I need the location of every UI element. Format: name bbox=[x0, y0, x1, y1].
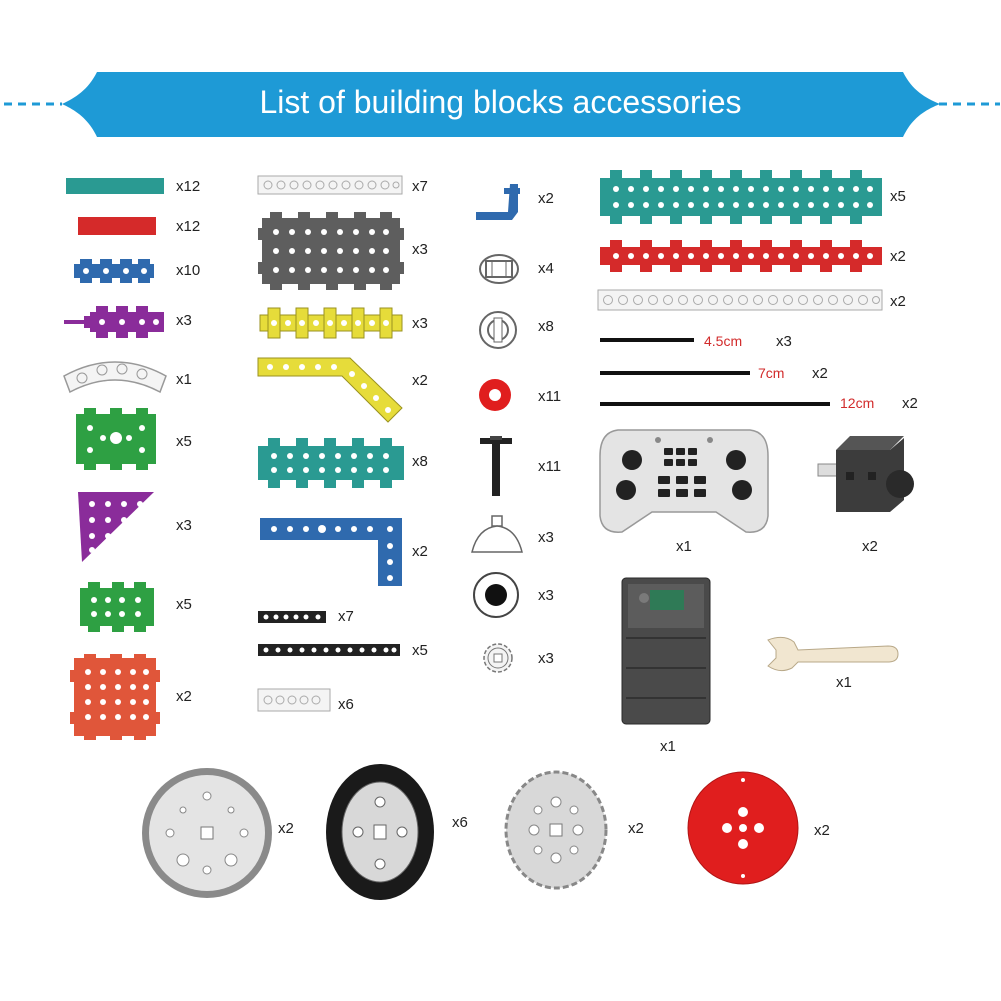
qty-gray-gear-wheel: x2 bbox=[628, 820, 644, 837]
teal-grid-beam bbox=[258, 438, 404, 488]
wrench bbox=[767, 636, 899, 672]
black-beam-long bbox=[258, 644, 400, 656]
qty-red-ring: x11 bbox=[538, 388, 562, 405]
rod-length-short: 4.5cm bbox=[704, 333, 743, 349]
small-gear bbox=[483, 643, 513, 673]
rod-length-long: 12cm bbox=[840, 395, 875, 411]
page-title: List of building blocks accessories bbox=[259, 84, 742, 120]
teal-wide-grid-beam bbox=[600, 170, 882, 224]
qty-pin-connector: x8 bbox=[538, 318, 554, 335]
qty-blue-beam-small: x10 bbox=[176, 262, 201, 279]
gray-gear-wheel bbox=[504, 770, 608, 890]
teal-strip bbox=[66, 178, 164, 194]
qty-curved-white-beam: x1 bbox=[176, 371, 192, 388]
black-beam-short bbox=[258, 611, 326, 623]
axle-spacer bbox=[479, 254, 519, 284]
blue-l-beam bbox=[260, 518, 402, 586]
qty-axle-spacer: x4 bbox=[538, 260, 554, 277]
qty-black-axle-pin: x11 bbox=[538, 458, 562, 475]
eye-ball-part bbox=[473, 572, 519, 618]
rod-short bbox=[600, 338, 694, 342]
qty-white-beam-short: x6 bbox=[338, 696, 354, 713]
qty-black-beam-long: x5 bbox=[412, 642, 428, 659]
qty-blue-corner-bracket: x2 bbox=[538, 190, 554, 207]
curved-white-beam bbox=[63, 361, 167, 394]
qty-rod-medium: x2 bbox=[812, 365, 828, 382]
qty-teal-grid-beam: x8 bbox=[412, 453, 428, 470]
qty-remote-controller: x1 bbox=[676, 538, 692, 555]
qty-blue-l-beam: x2 bbox=[412, 543, 428, 560]
gray-pulley-wheel bbox=[142, 768, 272, 898]
qty-tire-wheel: x6 bbox=[452, 814, 468, 831]
motor bbox=[817, 436, 914, 512]
tire-wheel bbox=[326, 764, 434, 900]
title-banner bbox=[4, 72, 1000, 137]
qty-yellow-beam: x3 bbox=[412, 315, 428, 332]
qty-small-gear: x3 bbox=[538, 650, 554, 667]
orange-grid-plate bbox=[70, 654, 160, 740]
green-plate-large bbox=[76, 408, 156, 470]
qty-white-beam-long: x7 bbox=[412, 178, 428, 195]
white-long-beam bbox=[597, 289, 883, 311]
yellow-beam bbox=[259, 307, 403, 339]
yellow-angled-beam bbox=[257, 357, 403, 423]
qty-dome-suction-part: x3 bbox=[538, 529, 554, 546]
rod-long bbox=[600, 402, 830, 406]
blue-corner-bracket bbox=[476, 184, 520, 220]
qty-yellow-angled-beam: x2 bbox=[412, 372, 428, 389]
qty-teal-wide-grid-beam: x5 bbox=[890, 188, 906, 205]
qty-orange-grid-plate: x2 bbox=[176, 688, 192, 705]
qty-motor: x2 bbox=[862, 538, 878, 555]
qty-gray-pulley-wheel: x2 bbox=[278, 820, 294, 837]
purple-connector-beam bbox=[64, 306, 164, 338]
qty-black-beam-short: x7 bbox=[338, 608, 354, 625]
qty-red-strip: x12 bbox=[176, 218, 201, 235]
qty-eye-ball-part: x3 bbox=[538, 587, 554, 604]
qty-gray-grid-plate: x3 bbox=[412, 241, 428, 258]
qty-rod-short: x3 bbox=[776, 333, 792, 350]
green-plate-small bbox=[80, 582, 154, 632]
qty-rod-long: x2 bbox=[902, 395, 918, 412]
red-long-beam bbox=[600, 240, 882, 272]
qty-green-plate-small: x5 bbox=[176, 596, 192, 613]
gray-grid-plate bbox=[258, 212, 404, 290]
dome-suction-part bbox=[471, 515, 523, 553]
black-axle-pin bbox=[480, 436, 512, 496]
qty-teal-strip: x12 bbox=[176, 178, 201, 195]
rod-medium bbox=[600, 371, 750, 375]
qty-red-long-beam: x2 bbox=[890, 248, 906, 265]
battery-box bbox=[621, 577, 711, 725]
rod-length-medium: 7cm bbox=[758, 365, 785, 381]
red-ring bbox=[479, 379, 511, 411]
qty-battery-box: x1 bbox=[660, 738, 676, 755]
qty-purple-triangle-plate: x3 bbox=[176, 517, 192, 534]
qty-green-plate-large: x5 bbox=[176, 433, 192, 450]
white-beam-long bbox=[257, 175, 403, 195]
remote-controller bbox=[599, 429, 769, 533]
qty-red-wheel: x2 bbox=[814, 822, 830, 839]
qty-wrench: x1 bbox=[836, 674, 852, 691]
pin-connector bbox=[479, 311, 517, 349]
blue-beam-small bbox=[74, 259, 154, 283]
purple-triangle-plate bbox=[78, 492, 154, 562]
qty-white-long-beam: x2 bbox=[890, 293, 906, 310]
red-wheel bbox=[687, 771, 799, 885]
qty-purple-connector-beam: x3 bbox=[176, 312, 192, 329]
red-strip bbox=[78, 217, 156, 235]
white-beam-short bbox=[257, 688, 331, 712]
